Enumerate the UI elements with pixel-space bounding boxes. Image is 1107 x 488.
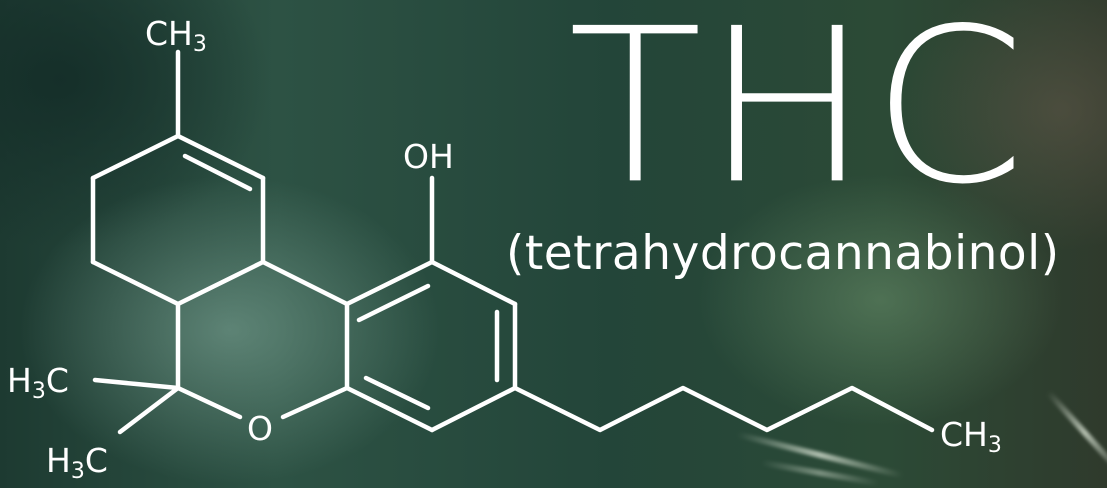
bond	[280, 385, 350, 420]
ring-b-bonds	[92, 259, 350, 435]
bond	[260, 259, 350, 307]
atom-label-dimethyl-lower: H3C	[46, 441, 108, 484]
bond-double-inner	[363, 375, 431, 411]
atom-label-chain-methyl: CH3	[940, 415, 1002, 458]
bond	[344, 259, 435, 307]
bond	[175, 385, 243, 420]
bond	[90, 259, 181, 307]
bond	[175, 259, 266, 307]
pentyl-chain	[512, 385, 935, 433]
pentyl-chain-bonds	[512, 385, 935, 433]
bond-double-outer	[175, 133, 266, 181]
compound-full-name: (tetrahydrocannabinol)	[506, 226, 1060, 281]
bond-double-inner	[356, 283, 431, 323]
bond	[429, 385, 518, 433]
bond-double-inner	[182, 153, 253, 192]
atom-label-dimethyl-upper: H3C	[7, 361, 69, 404]
ring-a-bonds	[90, 49, 266, 307]
atom-label-top-methyl: CH3	[145, 14, 207, 57]
bond	[429, 259, 518, 307]
bond	[344, 385, 435, 433]
atom-label-hydroxyl: OH	[403, 137, 454, 176]
bond	[90, 133, 181, 181]
bond-methyl-lower	[117, 385, 181, 435]
compound-title: THC	[568, 0, 1028, 231]
ring-c-bonds	[344, 175, 518, 433]
bond-methyl-upper	[92, 377, 181, 391]
atom-label-ring-oxygen: O	[247, 409, 273, 448]
